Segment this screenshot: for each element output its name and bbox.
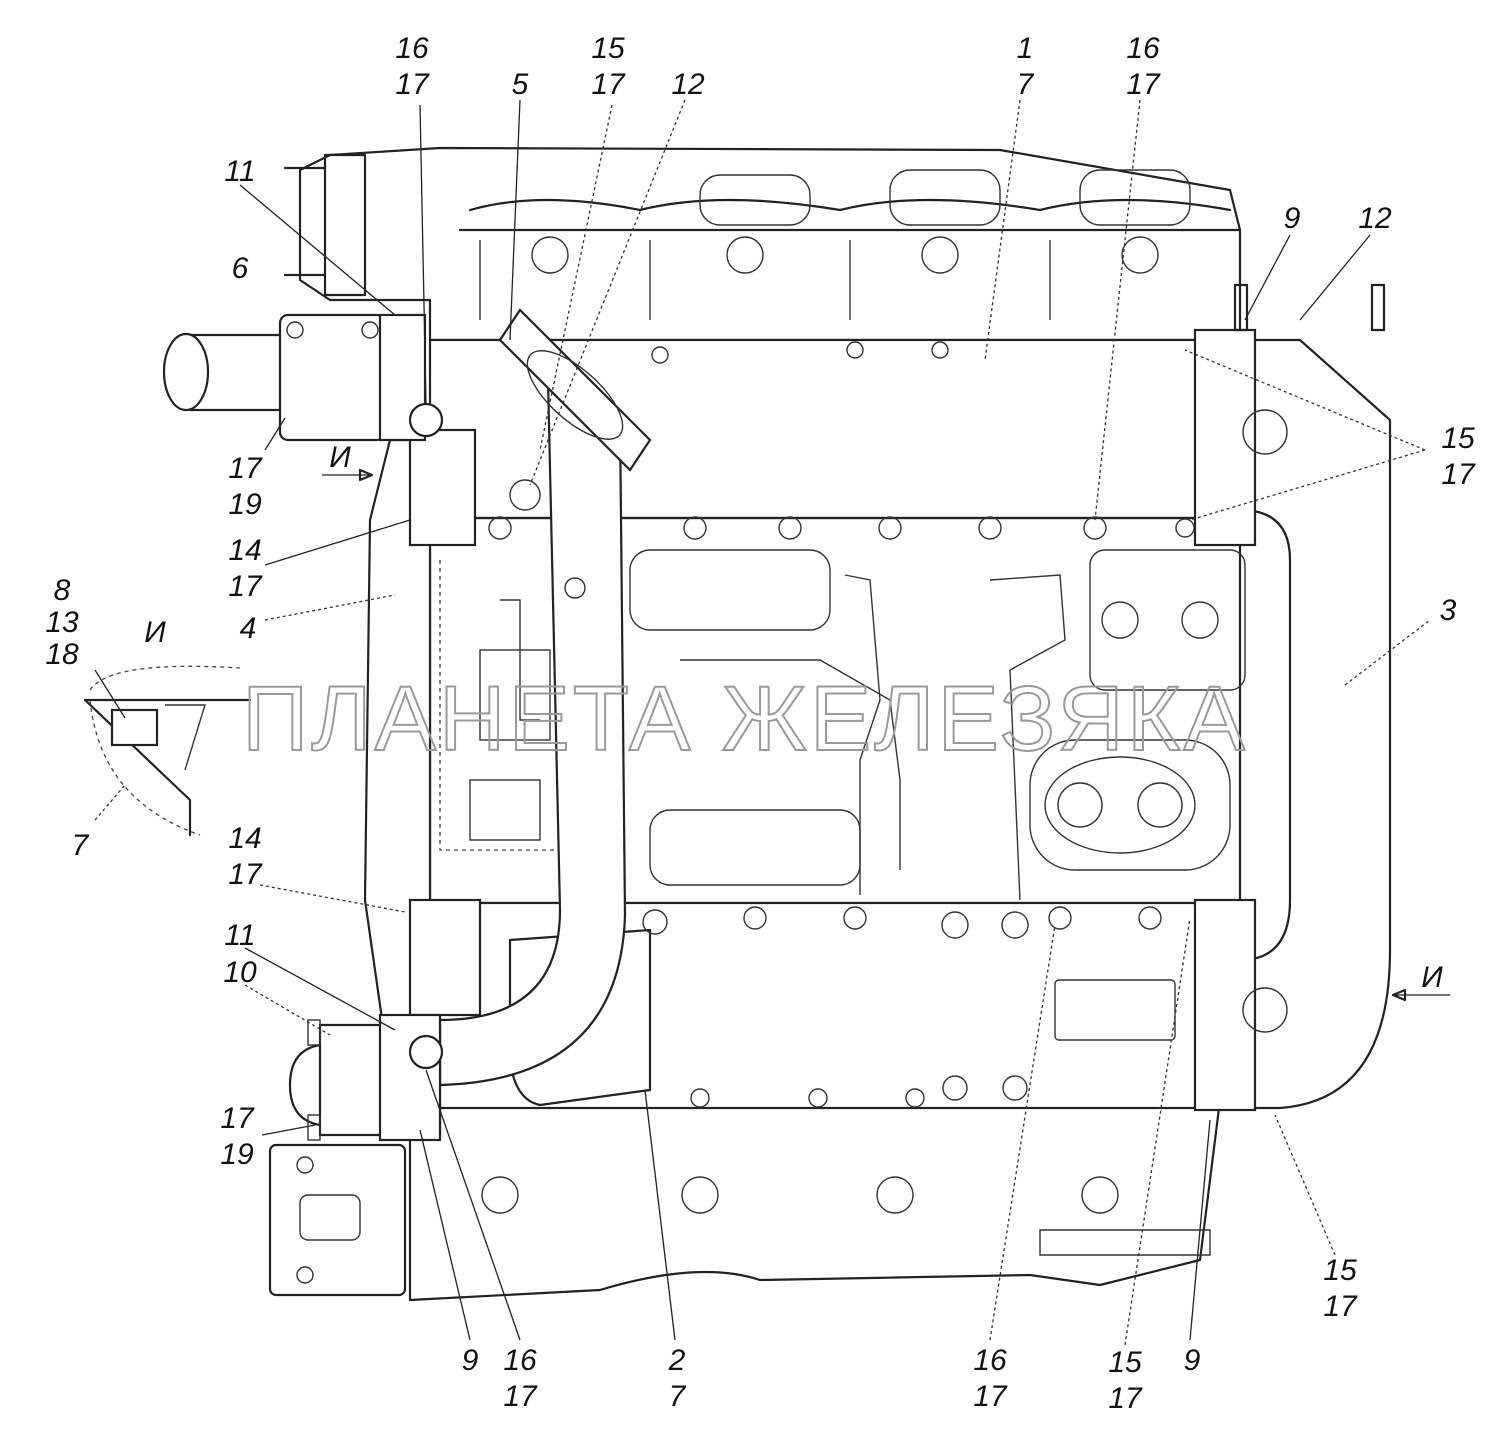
callout-9-top-right: 9 <box>1284 202 1301 235</box>
lower-left-flange <box>288 1013 444 1142</box>
callout-12-top: 12 <box>671 68 705 101</box>
callout-11-bottom: 11 <box>224 919 255 952</box>
watermark-text: ПЛАНЕТА ЖЕЛЕЗЯКА <box>242 668 1248 770</box>
callout-7-inset: 7 <box>72 829 90 862</box>
left-exhaust-pipe <box>363 428 482 1042</box>
detail-view-inset <box>83 665 252 837</box>
view-marker-right: И <box>1421 961 1443 994</box>
callout-4: 4 <box>240 612 257 645</box>
view-marker-inset: И <box>144 616 166 649</box>
bolt-row-lower <box>642 906 1162 1108</box>
bolt-row-upper <box>488 516 1195 540</box>
callout-11-top: 11 <box>224 155 255 188</box>
top-exhaust-manifold <box>283 146 1242 342</box>
callout-9-bottom-right: 9 <box>1184 1344 1201 1377</box>
callout-10: 10 <box>223 956 257 989</box>
callout-12-top-right: 12 <box>1358 202 1392 235</box>
bottom-exhaust-manifold <box>268 1098 1222 1302</box>
right-exhaust-pipe <box>1193 283 1392 1112</box>
callout-5: 5 <box>512 68 529 101</box>
view-marker-upper: И <box>329 441 351 474</box>
callout-6: 6 <box>232 252 249 285</box>
center-curved-pipe <box>438 308 652 1087</box>
callout-3: 3 <box>1440 594 1457 627</box>
callout-9-bottom-left: 9 <box>462 1344 479 1377</box>
elbow-inlet-pipe <box>162 313 444 442</box>
leader-lines <box>94 99 1450 1346</box>
